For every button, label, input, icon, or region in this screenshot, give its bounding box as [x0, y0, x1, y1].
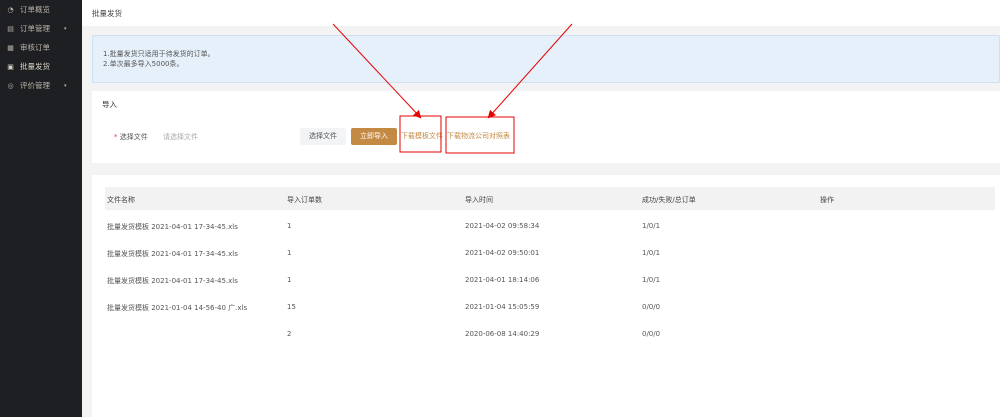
table-cell: 0/0/0 [642, 330, 661, 338]
chevron-down-icon: ▾ [64, 82, 67, 89]
dashboard-icon: ◔ [7, 5, 14, 14]
table-cell: 1/0/1 [642, 276, 661, 284]
table-cell: 批量发货模板 2021-04-01 17-34-45.xls [107, 223, 238, 231]
column-header: 操作 [820, 196, 834, 204]
sidebar-item-label: 审核订单 [20, 43, 50, 52]
required-mark: * [114, 133, 118, 141]
sidebar-item-label: 订单概览 [20, 5, 50, 14]
table-row: 批量发货模板 2021-04-01 17-34-45.xls 1 2021-04-0… [105, 249, 995, 276]
table-cell: 0/0/0 [642, 303, 661, 311]
file-label-text: 选择文件 [119, 133, 148, 141]
table-cell: 15 [287, 303, 296, 311]
table-header: 文件名称 导入订单数 导入时间 成功/失败/总订单 操作 [105, 187, 995, 210]
table-cell: 1/0/1 [642, 222, 661, 230]
choose-file-button[interactable]: 选择文件 [300, 128, 346, 145]
annotation-arrow [487, 23, 573, 119]
notice-box: 1.批量发货只适用于待发货的订单。 2.单次最多导入5000条。 [92, 35, 1000, 83]
sidebar-item-batch-ship[interactable]: ▣ 批量发货 [0, 57, 82, 76]
import-now-button[interactable]: 立即导入 [351, 128, 397, 145]
chevron-down-icon: ▾ [64, 25, 67, 32]
column-header: 导入订单数 [287, 196, 322, 204]
grid-icon: ▦ [7, 43, 14, 52]
upload-icon: ▣ [7, 62, 14, 71]
column-header: 导入时间 [465, 196, 493, 204]
table-cell: 批量发货模板 2021-01-04 14-56-40 广.xls [107, 304, 248, 312]
table-cell: 2021-04-02 09:58:34 [465, 222, 540, 230]
table-cell: 1 [287, 249, 292, 257]
table-cell: 2020-06-08 14:40:29 [465, 330, 540, 338]
sidebar-item-reviews[interactable]: ◎ 评价管理 ▾ [0, 76, 82, 95]
table-cell: 批量发货模板 2021-04-01 17-34-45.xls [107, 250, 238, 258]
table-cell: 批量发货模板 2021-04-01 17-34-45.xls [107, 277, 238, 285]
table-row: 批量发货模板 2021-04-01 17-34-45.xls 1 2021-04-0… [105, 222, 995, 249]
table-cell: 2021-04-02 09:50:01 [465, 249, 540, 257]
table-cell: 1 [287, 222, 292, 230]
page-header: 批量发货 [82, 0, 1000, 26]
annotation-box [399, 115, 442, 153]
sidebar-item-label: 评价管理 [20, 81, 50, 90]
import-title: 导入 [102, 100, 117, 109]
annotation-box [445, 116, 515, 154]
notice-line: 1.批量发货只适用于待发货的订单。 [103, 50, 215, 58]
sidebar-item-overview[interactable]: ◔ 订单概览 [0, 0, 82, 19]
table-cell: 1/0/1 [642, 249, 661, 257]
file-input[interactable]: 请选择文件 [163, 133, 198, 141]
sidebar-item-review-orders[interactable]: ▦ 审核订单 [0, 38, 82, 57]
comment-icon: ◎ [7, 81, 14, 90]
table-row: 批量发货模板 2021-01-04 14-56-40 广.xls 15 2021-0… [105, 303, 995, 330]
download-logistics-link[interactable]: 下载物流公司对照表 [447, 132, 510, 140]
column-header: 成功/失败/总订单 [642, 196, 696, 204]
table-cell: 2021-01-04 15:05:59 [465, 303, 540, 311]
page-title: 批量发货 [92, 9, 122, 18]
notice-line: 2.单次最多导入5000条。 [103, 60, 184, 68]
file-label: * 选择文件 [114, 132, 148, 142]
sidebar-item-order-management[interactable]: ▤ 订单管理 ▾ [0, 19, 82, 38]
sidebar: ◔ 订单概览 ▤ 订单管理 ▾ ▦ 审核订单 ▣ 批量发货 ◎ 评价管理 ▾ [0, 0, 82, 417]
table-cell: 2 [287, 330, 292, 338]
download-template-link[interactable]: 下载模板文件 [401, 132, 443, 140]
annotation-arrow [332, 23, 422, 119]
column-header: 文件名称 [107, 196, 135, 204]
sidebar-item-label: 订单管理 [20, 24, 50, 33]
table-cell: 2021-04-01 18:14:06 [465, 276, 540, 284]
import-history-table: 文件名称 导入订单数 导入时间 成功/失败/总订单 操作 批量发货模板 2021… [92, 175, 1000, 417]
table-row: 批量发货模板 2021-04-01 17-34-45.xls 1 2021-04-0… [105, 276, 995, 303]
sidebar-item-label: 批量发货 [20, 62, 50, 71]
import-card: 导入 * 选择文件 请选择文件 选择文件 立即导入 下载模板文件 下载物流公司对… [92, 91, 1000, 163]
list-icon: ▤ [7, 24, 14, 33]
table-cell: 1 [287, 276, 292, 284]
table-row: 2 2020-06-08 14:40:29 0/0/0 [105, 330, 995, 357]
